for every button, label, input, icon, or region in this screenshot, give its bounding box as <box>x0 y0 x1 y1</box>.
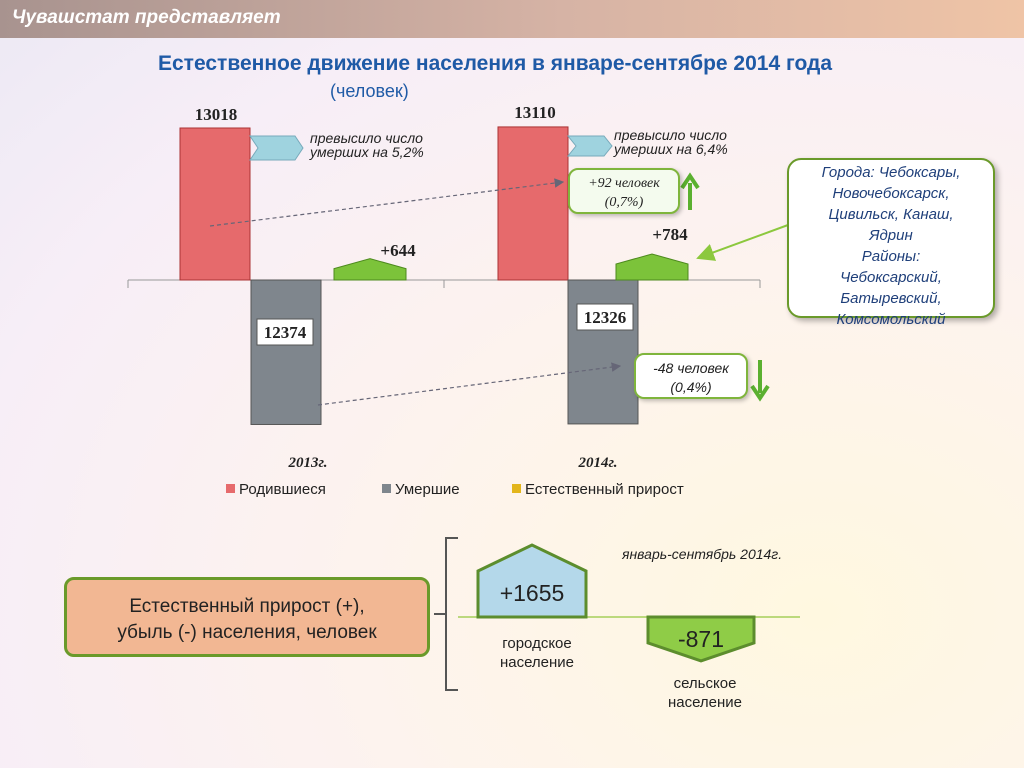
urban-label: городское население <box>478 634 596 672</box>
label-births-2013: 13018 <box>195 105 238 124</box>
bar-growth-2013 <box>333 258 407 281</box>
births-change-box: +92 человек (0,7%) <box>568 168 680 214</box>
up-arrow-icon <box>680 172 700 210</box>
period-label: январь-сентябрь 2014г. <box>622 546 783 562</box>
cities-line: Цивильск, Канаш, <box>828 206 954 223</box>
label-deaths-2014: 12326 <box>584 308 627 327</box>
legend-label-growth: Естественный прирост <box>525 481 684 498</box>
deaths-compare-arrow <box>317 362 622 406</box>
legend-births: Родившиеся <box>226 481 326 498</box>
page-subtitle: (человек) <box>330 81 409 101</box>
urban-label-2: население <box>499 654 575 671</box>
brand-title: Чувашстат представляет <box>12 7 281 28</box>
deaths-change-text: -48 человек (0,4%) <box>653 360 729 395</box>
growth-definition-box: Естественный прирост (+), убыль (-) насе… <box>64 577 430 657</box>
rural-label-1: сельское <box>673 675 737 692</box>
cities-line: Чебоксарский, <box>840 269 942 286</box>
rural-decline-pentagon <box>646 615 756 663</box>
bar-births-2014 <box>497 126 569 281</box>
births-change-text: +92 человек (0,7%) <box>588 176 660 210</box>
urban-value: +1655 <box>499 580 565 606</box>
header-bar: Чувашстат представляет <box>0 0 1024 38</box>
definition-line-1: Естественный прирост (+), <box>129 596 365 617</box>
rural-label: сельское население <box>648 674 762 712</box>
label-growth-2013: +644 <box>380 241 416 260</box>
cities-line: Батыревский, <box>840 290 942 307</box>
bar-deaths-2014 <box>567 279 639 425</box>
bar-births-2013 <box>179 127 251 281</box>
pointer-arrow-2014 <box>566 135 613 157</box>
label-box-deaths-2013 <box>256 318 314 346</box>
label-deaths-2013: 12374 <box>264 323 307 342</box>
legend-swatch-births <box>226 484 235 493</box>
pointer-arrow-2013 <box>249 135 304 161</box>
legend-deaths: Умершие <box>382 481 460 498</box>
category-2013: 2013г. <box>287 455 327 471</box>
cities-line: Города: Чебоксары, <box>821 164 961 181</box>
category-2014: 2014г. <box>577 455 617 471</box>
rural-label-2: население <box>667 694 743 711</box>
definition-line-2: убыль (-) населения, человек <box>117 622 377 643</box>
rural-value: -871 <box>677 626 725 652</box>
births-compare-arrow <box>209 178 565 227</box>
label-births-2014: 13110 <box>514 103 556 122</box>
cities-line: Ядрин <box>869 227 913 244</box>
legend-label-deaths: Умершие <box>395 481 460 498</box>
page-title: Естественное движение населения в январе… <box>157 52 833 75</box>
legend-growth: Естественный прирост <box>512 481 684 498</box>
legend-swatch-deaths <box>382 484 391 493</box>
urban-label-1: городское <box>502 635 572 652</box>
cities-line: Районы: <box>861 248 921 265</box>
label-box-deaths-2014 <box>576 303 634 331</box>
label-growth-2014: +784 <box>652 225 688 244</box>
cities-line: Комсомольский <box>836 311 946 328</box>
cities-box: Города: Чебоксары, Новочебоксарск, Цивил… <box>787 158 995 328</box>
bar-deaths-2013 <box>250 279 322 425</box>
note-exceeded-2014: превысило число умерших на 6,4% <box>614 127 728 157</box>
urban-growth-house <box>476 543 588 619</box>
note-exceeded-2013: превысило число умерших на 5,2% <box>310 130 424 160</box>
legend-label-births: Родившиеся <box>239 481 326 498</box>
deaths-change-box: -48 человек (0,4%) <box>634 353 748 399</box>
cities-connector-arrow <box>696 224 789 261</box>
down-arrow-icon <box>750 360 770 402</box>
legend-swatch-growth <box>512 484 521 493</box>
bar-growth-2014 <box>615 253 689 281</box>
bracket <box>445 537 458 691</box>
cities-line: Новочебоксарск, <box>832 185 950 202</box>
